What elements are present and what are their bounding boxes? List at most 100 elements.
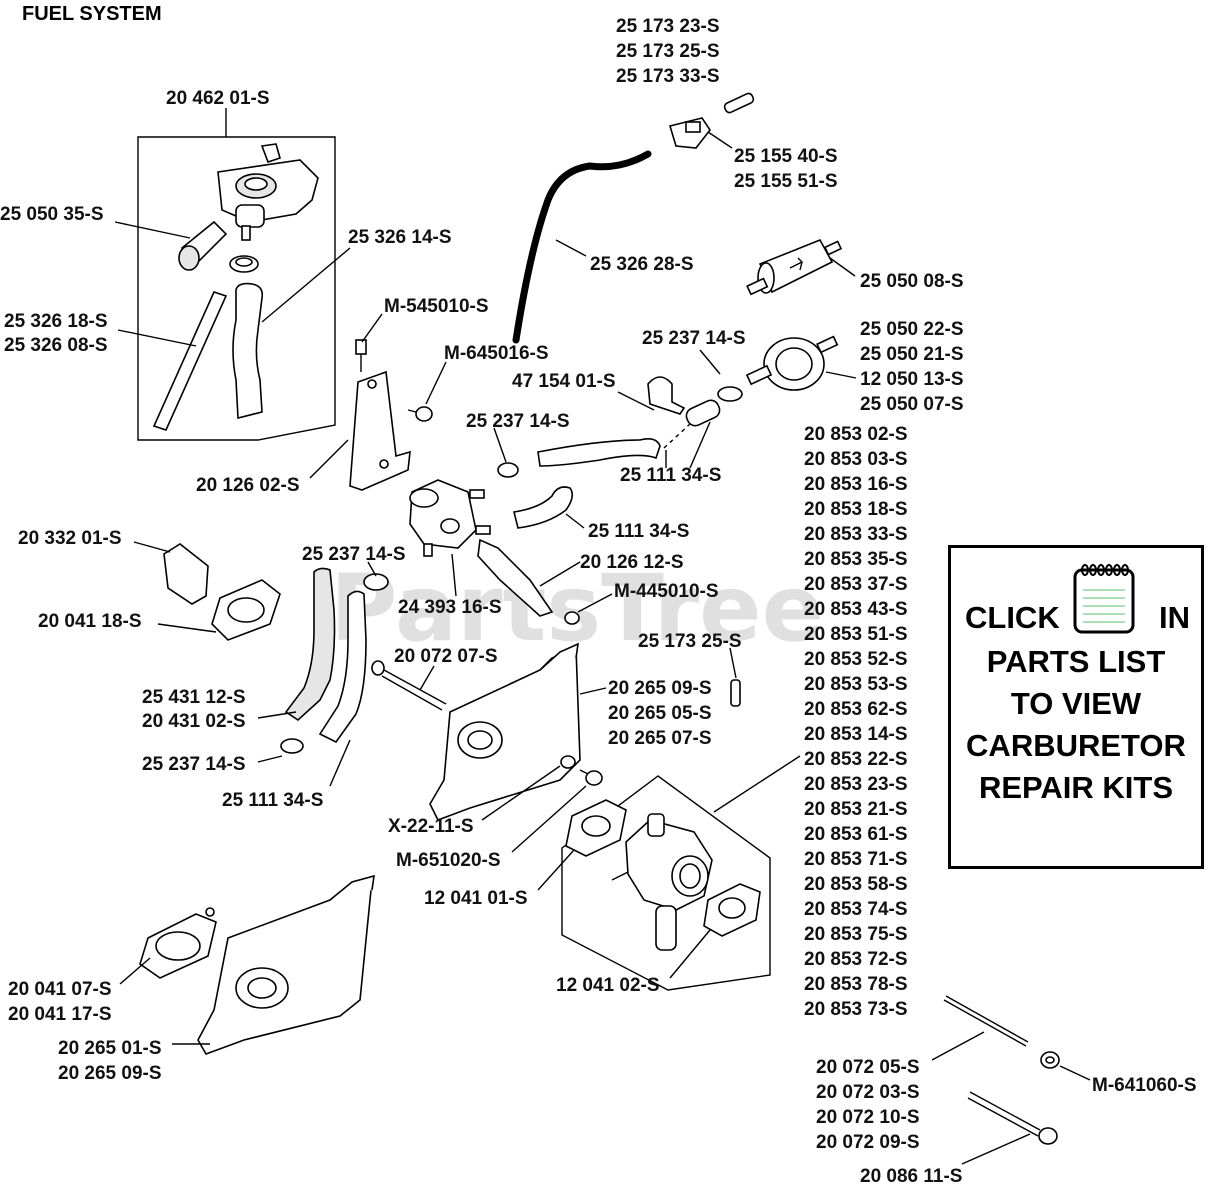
part-number[interactable]: 25 326 28-S — [590, 254, 694, 275]
part-number[interactable]: 20 853 22-S — [804, 749, 908, 770]
part-number[interactable]: 25 173 33-S — [616, 66, 720, 87]
fuel-pump[interactable] — [409, 479, 491, 557]
part-number[interactable]: 47 154 01-S — [512, 371, 616, 392]
part-number[interactable]: 25 050 07-S — [860, 394, 964, 415]
part-label-l3[interactable]: 25 155 40-S 25 155 51-S — [734, 146, 838, 192]
part-number[interactable]: 20 853 71-S — [804, 849, 908, 870]
part-label-l24[interactable]: 20 041 18-S — [38, 611, 142, 632]
part-number[interactable]: 20 853 18-S — [804, 499, 908, 520]
fuel-hose-short[interactable] — [513, 486, 574, 529]
hose-short-filter[interactable] — [684, 398, 722, 429]
mounting-stud-upper[interactable] — [371, 660, 447, 711]
part-number[interactable]: 20 265 09-S — [58, 1063, 162, 1084]
fuel-strainer[interactable] — [178, 220, 228, 271]
fuel-hose-curved[interactable] — [232, 282, 264, 420]
part-label-l13[interactable]: 47 154 01-S — [512, 371, 616, 392]
inline-fuel-filter-lower[interactable] — [745, 335, 839, 391]
part-label-l14[interactable]: 25 237 14-S — [466, 411, 570, 432]
part-number[interactable]: 20 853 75-S — [804, 924, 908, 945]
part-label-l2[interactable]: 20 462 01-S — [166, 88, 270, 109]
part-label-l33[interactable]: 12 041 01-S — [424, 888, 528, 909]
part-number[interactable]: 20 265 07-S — [608, 728, 712, 749]
hose-clamp-center[interactable] — [363, 573, 389, 591]
part-number[interactable]: 24 393 16-S — [398, 597, 502, 618]
hose-clamp-filter[interactable] — [717, 386, 743, 402]
part-number[interactable]: 25 326 08-S — [4, 335, 108, 356]
part-number[interactable]: M-651020-S — [396, 850, 501, 871]
part-number[interactable]: 20 853 73-S — [804, 999, 908, 1020]
part-label-l39[interactable]: 20 086 11-S — [860, 1166, 962, 1187]
part-label-l25[interactable]: 25 173 25-S — [638, 631, 742, 652]
pump-mount-screw[interactable] — [407, 406, 433, 422]
carburetor[interactable] — [611, 813, 713, 951]
part-label-l9[interactable]: 25 326 18-S 25 326 08-S — [4, 311, 108, 356]
carburetor-kits-link[interactable]: CLICK IN PARTS LIST TO VIEW CARBURETOR R… — [948, 545, 1204, 869]
part-number[interactable]: 20 072 10-S — [816, 1107, 920, 1128]
part-number[interactable]: 20 853 72-S — [804, 949, 908, 970]
part-number[interactable]: 25 111 34-S — [588, 521, 689, 542]
part-number[interactable]: 20 086 11-S — [860, 1166, 962, 1187]
part-number[interactable]: 20 853 43-S — [804, 599, 908, 620]
locating-pin[interactable] — [730, 679, 741, 707]
lock-washer[interactable] — [560, 755, 576, 769]
pump-bracket[interactable] — [349, 370, 411, 491]
part-label-l34[interactable]: 12 041 02-S — [556, 975, 660, 996]
intake-cover-upper[interactable] — [429, 642, 581, 822]
part-number[interactable]: 25 173 23-S — [616, 16, 720, 37]
part-label-l17[interactable]: 20 126 02-S — [196, 475, 300, 496]
part-number[interactable]: 25 155 51-S — [734, 171, 838, 192]
part-number[interactable]: 25 173 25-S — [616, 41, 720, 62]
part-number[interactable]: 20 126 12-S — [580, 552, 684, 573]
fuel-hose-light[interactable] — [318, 590, 367, 744]
part-label-l23[interactable]: 24 393 16-S — [398, 597, 502, 618]
part-number[interactable]: 20 853 35-S — [804, 549, 908, 570]
part-number[interactable]: 25 237 14-S — [302, 544, 406, 565]
part-number[interactable]: 25 155 40-S — [734, 146, 838, 167]
part-number[interactable]: 20 853 78-S — [804, 974, 908, 995]
part-number[interactable]: M-545010-S — [384, 296, 489, 317]
part-number[interactable]: 20 853 02-S — [804, 424, 908, 445]
part-number[interactable]: 25 237 14-S — [466, 411, 570, 432]
part-number[interactable]: 25 111 34-S — [222, 790, 323, 811]
part-label-l32[interactable]: M-651020-S — [396, 850, 501, 871]
part-number[interactable]: 20 853 14-S — [804, 724, 908, 745]
part-number[interactable]: 25 111 34-S — [620, 465, 721, 486]
part-number[interactable]: 20 853 37-S — [804, 574, 908, 595]
part-number[interactable]: 20 265 05-S — [608, 703, 712, 724]
part-label-l4[interactable]: 25 050 35-S — [0, 204, 104, 225]
part-number[interactable]: 20 072 03-S — [816, 1082, 920, 1103]
part-number[interactable]: 12 041 02-S — [556, 975, 660, 996]
part-number[interactable]: 20 041 07-S — [8, 979, 112, 1000]
part-number[interactable]: 20 853 23-S — [804, 774, 908, 795]
part-number[interactable]: 25 326 18-S — [4, 311, 108, 332]
part-number[interactable]: 25 326 14-S — [348, 227, 452, 248]
gasket-lower[interactable] — [139, 907, 217, 979]
part-number[interactable]: 20 853 51-S — [804, 624, 908, 645]
part-label-l29[interactable]: 25 237 14-S — [142, 754, 246, 775]
part-number[interactable]: M-645016-S — [444, 343, 549, 364]
part-label-l38[interactable]: M-641060-S — [1092, 1075, 1197, 1096]
part-label-l31[interactable]: X-22-11-S — [388, 816, 474, 837]
part-label-l30[interactable]: 25 111 34-S — [222, 790, 323, 811]
shield-screw[interactable] — [564, 611, 580, 625]
hose-clamp-top[interactable] — [229, 255, 259, 273]
part-number[interactable]: 25 050 21-S — [860, 344, 964, 365]
fuel-line-pin[interactable] — [723, 92, 755, 114]
part-number[interactable]: 25 050 08-S — [860, 271, 964, 292]
fuel-line-clip[interactable] — [647, 376, 686, 415]
part-number[interactable]: 12 041 01-S — [424, 888, 528, 909]
fuel-hose-straight[interactable] — [152, 291, 228, 431]
heat-shield-plate[interactable] — [477, 538, 554, 617]
part-label-l12[interactable]: M-645016-S — [444, 343, 549, 364]
part-number[interactable]: 20 853 58-S — [804, 874, 908, 895]
part-label-l16[interactable]: 25 111 34-S — [620, 465, 721, 486]
carburetor-gasket-front[interactable] — [565, 799, 627, 857]
part-label-l18[interactable]: 25 111 34-S — [588, 521, 689, 542]
part-number[interactable]: M-641060-S — [1092, 1075, 1197, 1096]
part-number[interactable]: 20 126 02-S — [196, 475, 300, 496]
